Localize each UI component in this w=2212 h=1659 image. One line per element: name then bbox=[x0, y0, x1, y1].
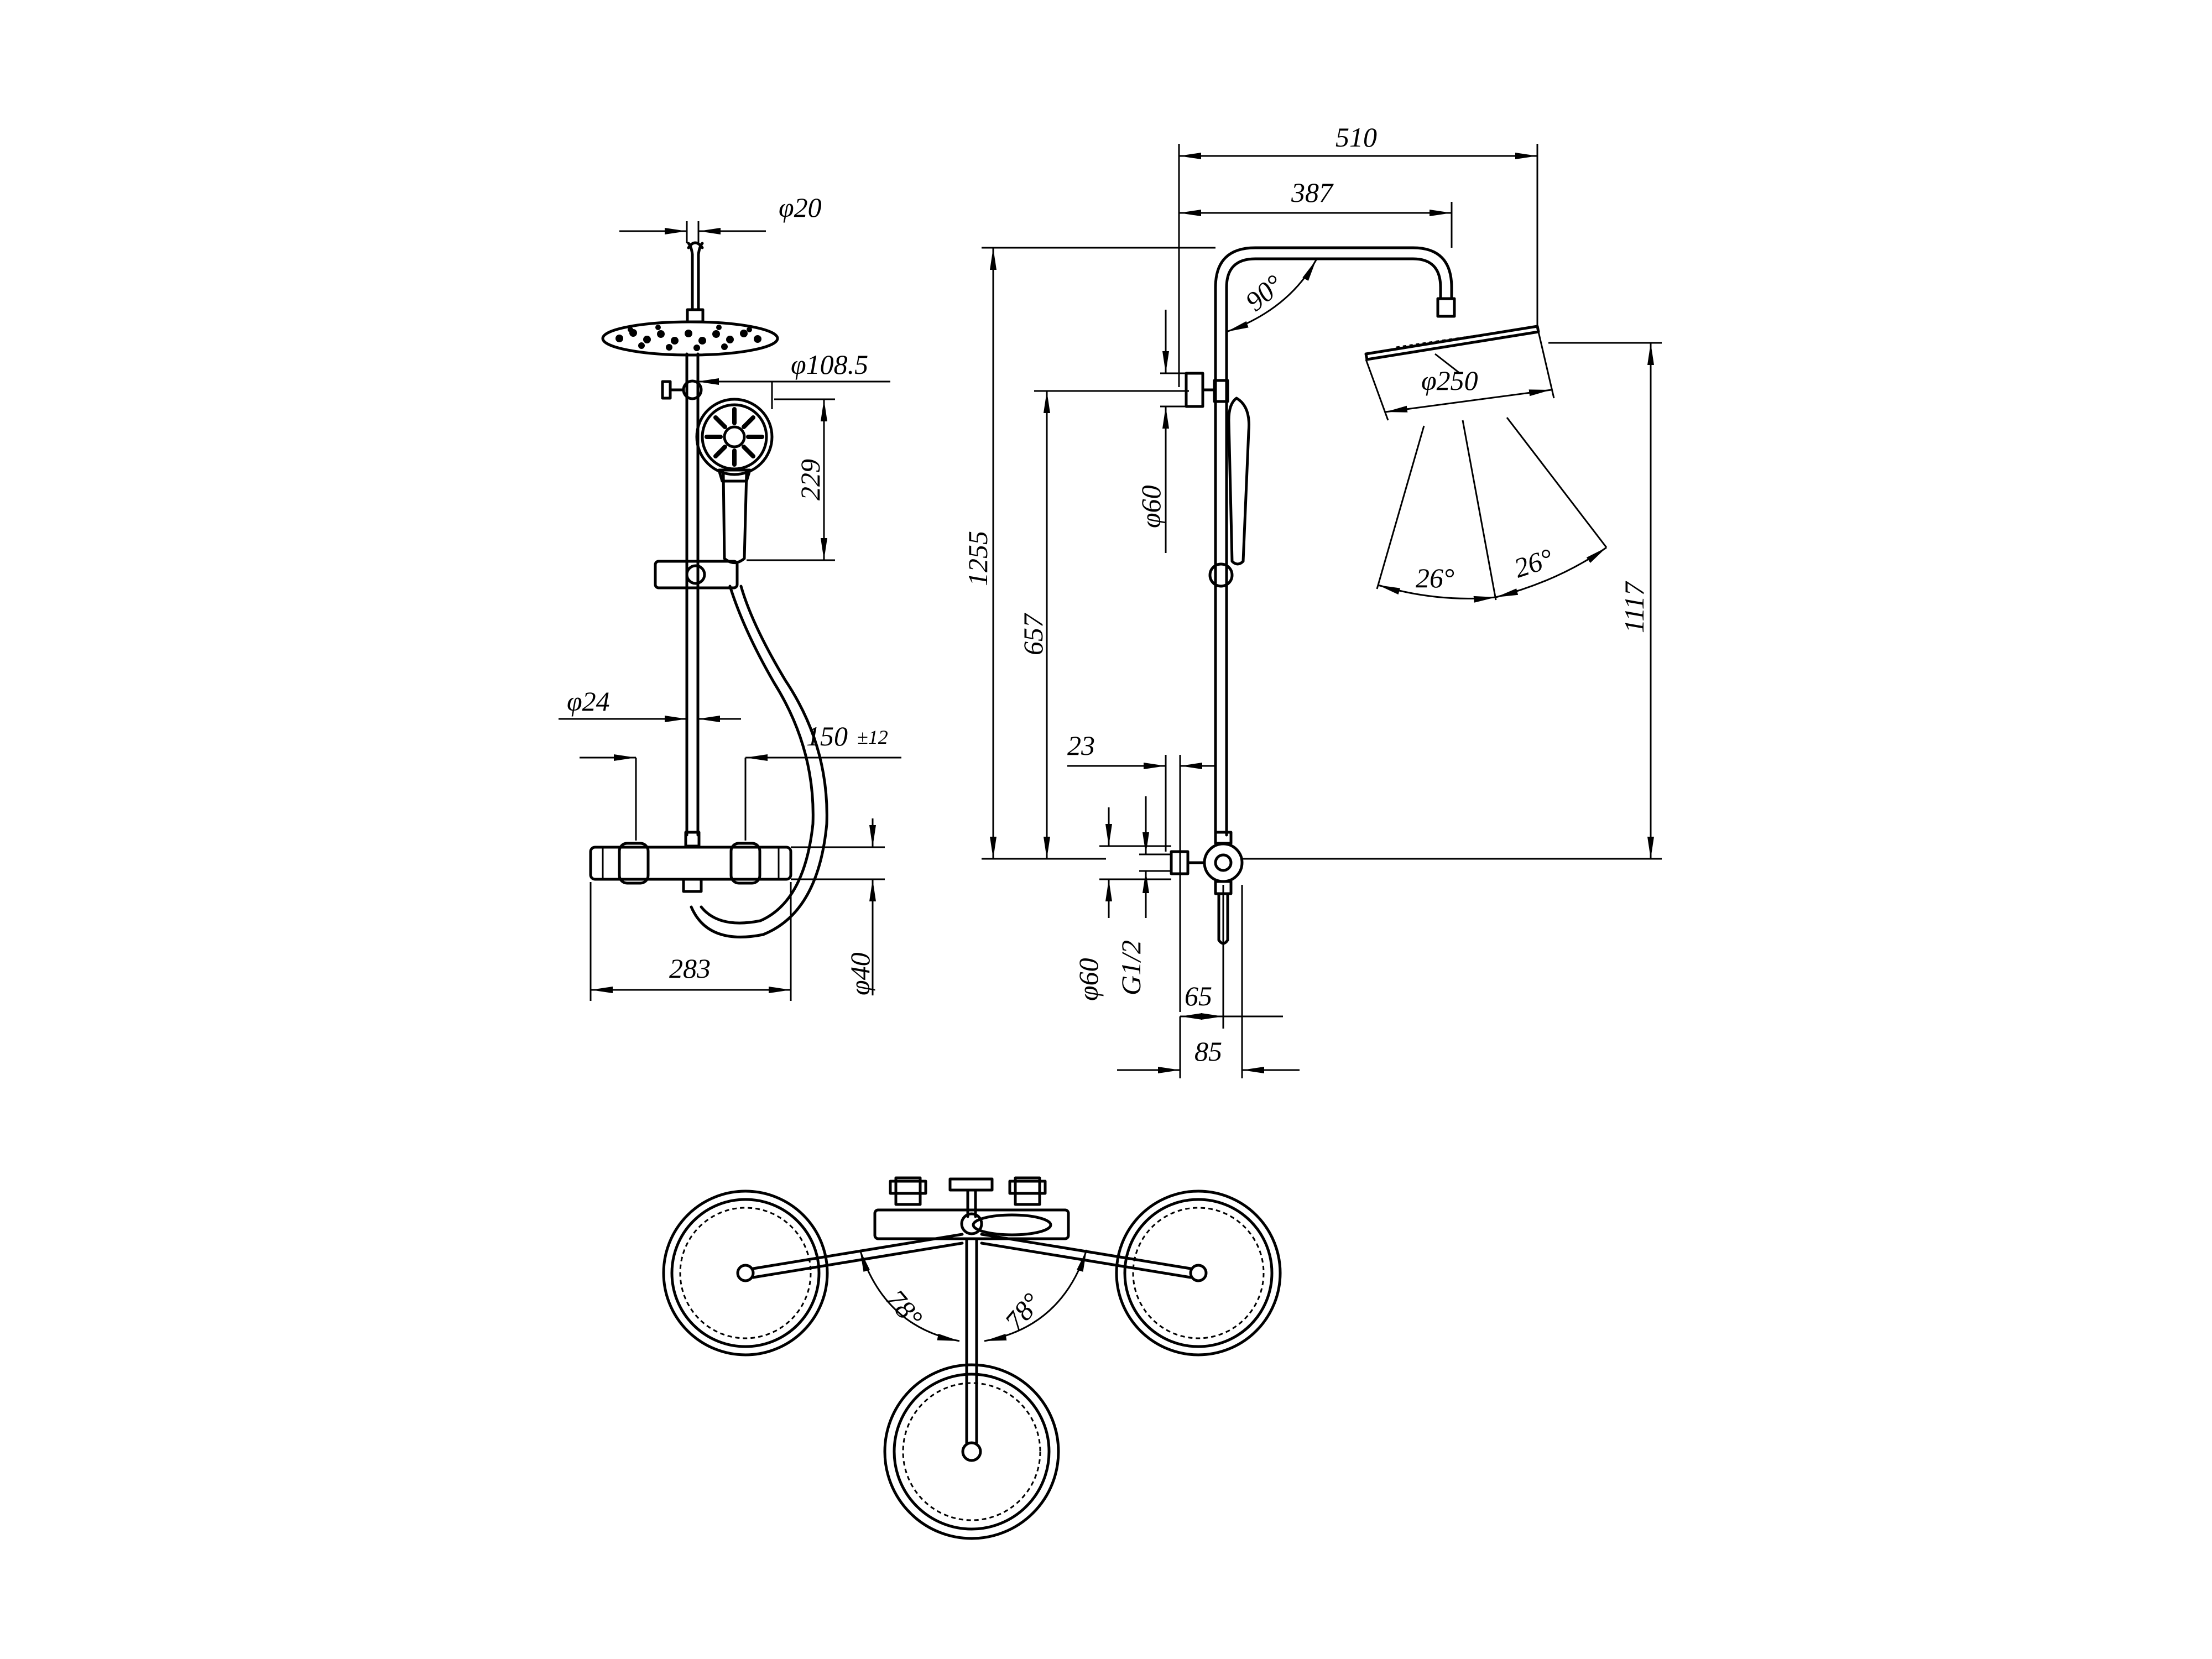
dim-150-label: 150 bbox=[806, 721, 848, 752]
dim-510-label: 510 bbox=[1335, 122, 1377, 153]
front-slider-knob bbox=[685, 564, 706, 585]
dim-phi60l-label: φ60 bbox=[1073, 958, 1104, 1001]
dim-78-right-label: 78° bbox=[999, 1287, 1047, 1337]
dim-phi250-label: φ250 bbox=[1421, 365, 1478, 396]
dim-657-label: 657 bbox=[1018, 613, 1048, 655]
front-slider bbox=[654, 560, 739, 589]
top-mixer-valve-right bbox=[1014, 1176, 1041, 1206]
dim-g12-label: G1/2 bbox=[1115, 940, 1146, 995]
dim-90-arc bbox=[1226, 259, 1317, 333]
top-mixer-wall-flange bbox=[948, 1177, 994, 1192]
top-hand-shower bbox=[972, 1213, 1052, 1237]
dim-1117-label: 1117 bbox=[1619, 581, 1650, 633]
top-mixer-body bbox=[873, 1208, 1070, 1240]
front-mixer-outlet bbox=[682, 878, 703, 893]
front-swivel-joint bbox=[686, 308, 705, 324]
side-wall-bracket-plate bbox=[1185, 372, 1204, 408]
dim-phi250-line bbox=[1385, 389, 1552, 413]
dim-phi40-label: φ40 bbox=[844, 952, 875, 995]
top-right-head-outer bbox=[1115, 1190, 1282, 1357]
front-view bbox=[589, 241, 828, 938]
dim-23-label: 23 bbox=[1067, 730, 1095, 761]
dim-229-label: 229 bbox=[795, 459, 826, 500]
dim-26-right-label: 26° bbox=[1510, 542, 1557, 584]
top-center-hub bbox=[960, 1212, 983, 1235]
front-hose-inner bbox=[700, 585, 815, 925]
dim-phi60u-label: φ60 bbox=[1135, 485, 1166, 528]
dim-phi108-label: φ108.5 bbox=[791, 349, 868, 380]
dim-90-label: 90° bbox=[1239, 269, 1289, 317]
front-diverter-knob bbox=[661, 380, 672, 400]
front-head-nozzles bbox=[615, 325, 761, 351]
side-mixer-top-fitting bbox=[1214, 831, 1233, 845]
dim-26-left-label: 26° bbox=[1416, 562, 1454, 593]
dim-26-left-arc bbox=[1378, 584, 1496, 603]
top-bottom-head-ring bbox=[893, 1373, 1051, 1531]
top-left-arm bbox=[752, 1233, 964, 1279]
top-right-head-hub bbox=[1189, 1264, 1208, 1282]
side-head-nozzle-line bbox=[1396, 326, 1532, 348]
front-mixer-handle-left bbox=[618, 842, 650, 885]
side-mixer-body bbox=[1203, 842, 1244, 883]
side-hand-shower bbox=[1227, 397, 1251, 566]
top-left-head-outer bbox=[662, 1190, 829, 1357]
dim-85-label: 85 bbox=[1194, 1036, 1222, 1067]
front-dimensions: φ20 φ108.5 229 φ24 150 ±12 φ40 283 bbox=[559, 192, 901, 1001]
spray-line-left bbox=[1376, 425, 1425, 589]
dim-phi250-ext2 bbox=[1537, 331, 1555, 399]
top-center-arm bbox=[965, 1237, 978, 1445]
top-bottom-head-inner bbox=[902, 1382, 1041, 1521]
front-top-arm bbox=[687, 242, 704, 311]
spray-line-right bbox=[1506, 417, 1608, 548]
dim-26-right-arc bbox=[1495, 546, 1607, 598]
dim-1255-label: 1255 bbox=[962, 531, 993, 586]
side-slider-knob bbox=[1208, 562, 1234, 588]
dim-phi250-ext1 bbox=[1365, 359, 1389, 421]
dim-387-label: 387 bbox=[1291, 177, 1334, 208]
dim-78-right-arc bbox=[984, 1249, 1088, 1342]
top-right-head-inner bbox=[1132, 1207, 1265, 1339]
side-arm-joint bbox=[1436, 297, 1456, 318]
dim-78-left-label: 78° bbox=[880, 1284, 929, 1333]
front-hand-shower-spokes bbox=[705, 407, 764, 467]
front-hand-shower-neck bbox=[717, 468, 752, 483]
front-hand-shower-outer bbox=[695, 398, 774, 476]
dim-65-label: 65 bbox=[1185, 980, 1212, 1011]
top-mixer-valve-left-cap bbox=[889, 1180, 927, 1195]
top-mixer-valve-left bbox=[894, 1176, 922, 1206]
dim-phi24-label: φ24 bbox=[567, 686, 610, 717]
side-arm-outer bbox=[1214, 246, 1453, 300]
top-bottom-head-outer bbox=[883, 1363, 1060, 1540]
front-mixer-handle-right bbox=[729, 842, 761, 885]
side-mixer-core bbox=[1214, 853, 1233, 872]
front-head-shower bbox=[601, 320, 779, 357]
side-head-shower bbox=[1364, 325, 1540, 361]
side-dimensions: 510 387 90° φ250 26° 26° 1255 657 bbox=[962, 122, 1662, 1078]
top-view: 78° 78° bbox=[662, 1176, 1282, 1540]
top-left-head-inner bbox=[679, 1207, 812, 1339]
dim-150-tolerance: ±12 bbox=[857, 726, 888, 748]
front-arm-cap bbox=[687, 241, 704, 249]
top-right-head-ring bbox=[1123, 1198, 1274, 1348]
dim-phi250-leader bbox=[1434, 353, 1460, 374]
spray-line-center bbox=[1462, 420, 1497, 601]
front-hand-shower-center bbox=[723, 425, 746, 448]
side-view bbox=[1170, 246, 1540, 945]
front-hose-outer bbox=[690, 585, 828, 938]
top-left-head-ring bbox=[670, 1198, 821, 1348]
dim-78-left-arc bbox=[859, 1249, 960, 1342]
side-bracket-clamp bbox=[1213, 379, 1229, 403]
top-mixer-valve-right-cap bbox=[1008, 1180, 1047, 1195]
top-right-arm bbox=[980, 1233, 1192, 1279]
front-hand-shower-handle bbox=[722, 471, 748, 564]
top-bottom-head-hub bbox=[961, 1441, 982, 1462]
dim-283-label: 283 bbox=[669, 953, 711, 984]
dim-phi20-label: φ20 bbox=[779, 192, 822, 223]
top-left-head-hub bbox=[736, 1264, 755, 1282]
